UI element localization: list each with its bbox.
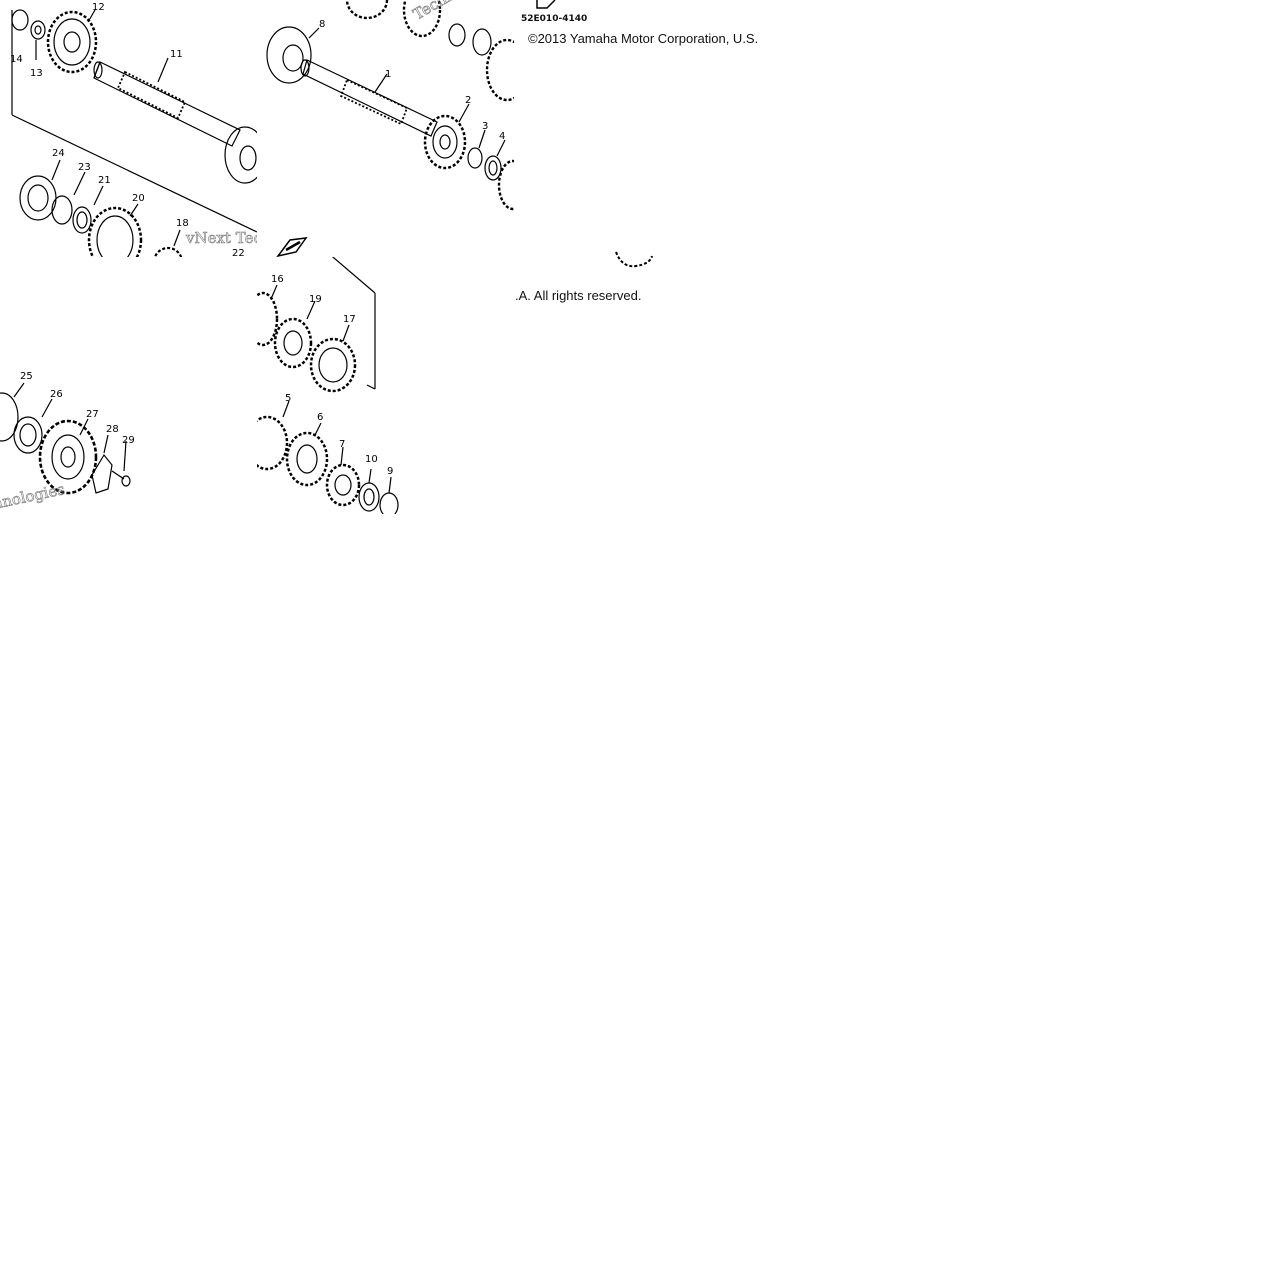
gear-2 [423, 114, 467, 170]
gear-20 [87, 206, 143, 257]
fragment-gear [615, 251, 653, 268]
bearing-8 [266, 26, 312, 84]
gear-18 [153, 246, 183, 257]
part-num-24: 24 [52, 148, 65, 159]
part-num-17: 17 [343, 314, 356, 325]
diagram-tile-gearset: 16 19 17 5 6 7 10 9 [257, 257, 514, 514]
fwd-marker-icon [276, 237, 308, 258]
part-num-5: 5 [285, 393, 291, 404]
part-num-6: 6 [317, 412, 323, 423]
bearing-right [224, 126, 257, 184]
part-num-28: 28 [106, 424, 119, 435]
part-num-22: 22 [232, 248, 245, 257]
part-num-3: 3 [482, 121, 488, 132]
part-num-14: 14 [10, 54, 23, 65]
part-num-23: 23 [78, 162, 91, 173]
washer-9 [379, 492, 399, 514]
copyright-line-1: ©2013 Yamaha Motor Corporation, U.S. [528, 31, 759, 46]
washer-10 [358, 482, 380, 512]
gear-12 [46, 10, 98, 74]
part-num-11: 11 [170, 49, 183, 60]
watermark-text: vNext Tec [185, 229, 257, 247]
part-num-13: 13 [30, 68, 43, 79]
diagram-tile-sprocket: 25 26 27 28 29 hnologies [0, 257, 257, 514]
gear-16 [257, 291, 279, 347]
part-num-20: 20 [132, 193, 145, 204]
part-num-19: 19 [309, 294, 322, 305]
bearing-25 [0, 392, 19, 442]
gear-17 [309, 337, 357, 393]
fragment-arrow [536, 0, 556, 9]
washer-3 [467, 147, 483, 169]
washer-21 [72, 206, 92, 234]
part-num-9: 9 [387, 466, 393, 477]
shaft-11 [93, 61, 241, 147]
part-num-2: 2 [465, 95, 471, 106]
part-num-8: 8 [319, 19, 325, 30]
part-num-1: 1 [385, 69, 391, 80]
washer-4 [484, 155, 502, 181]
copyright-line-2: .A. All rights reserved. [515, 288, 642, 303]
part-num-4: 4 [499, 131, 505, 142]
bearing-24 [19, 175, 57, 221]
watermark-text-b: Technologies [410, 0, 505, 23]
gear-5 [257, 415, 289, 471]
part-num-10: 10 [365, 454, 378, 465]
watermark-text-c: hnologies [0, 480, 66, 513]
part-num-29: 29 [122, 435, 135, 446]
washer-23 [51, 195, 73, 225]
gearset-drawing: 16 19 17 5 6 7 10 9 [257, 257, 399, 514]
diagram-tile-mainshaft: 8 1 2 3 4 Technologies [257, 0, 514, 257]
lock-washer-28 [91, 453, 113, 494]
part-num-26: 26 [50, 389, 63, 400]
seal-26 [13, 416, 43, 454]
diagram-code: 52E010-4140 [521, 14, 588, 24]
washer-14 [11, 9, 29, 31]
mainshaft-drawing: 8 1 2 3 4 Technologies [266, 0, 514, 211]
sprocket-27 [38, 419, 98, 495]
part-num-25: 25 [20, 371, 33, 382]
washer-13 [30, 20, 46, 40]
shaft-1 [300, 59, 438, 137]
diagram-tile-countershaft: 12 14 13 11 24 23 21 20 18 22 vNext Tec [0, 0, 257, 257]
bolt-29 [111, 470, 131, 487]
part-num-12: 12 [92, 2, 105, 13]
sprocket-drawing: 25 26 27 28 29 hnologies [0, 371, 135, 513]
gear-19 [273, 317, 313, 369]
countershaft-drawing: 12 14 13 11 24 23 21 20 18 22 vNext Tec [10, 2, 257, 257]
part-num-18: 18 [176, 218, 189, 229]
part-num-7: 7 [339, 439, 345, 450]
part-num-27: 27 [86, 409, 99, 420]
part-num-21: 21 [98, 175, 111, 186]
part-num-16: 16 [271, 274, 284, 285]
gear-7 [325, 463, 361, 507]
gear-6 [285, 431, 329, 487]
